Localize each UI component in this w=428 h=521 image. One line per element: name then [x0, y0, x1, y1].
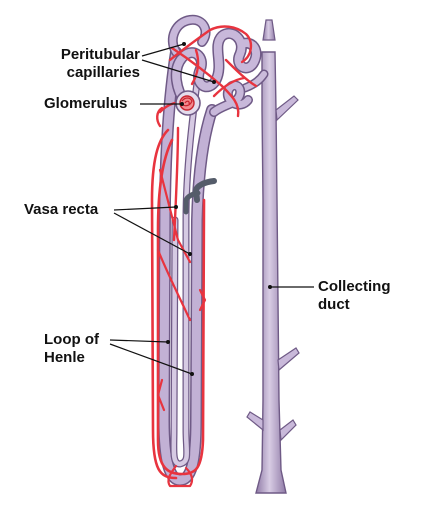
- vasa-recta-vessel: [158, 168, 192, 264]
- vasa-recta-vessel: [156, 378, 166, 412]
- glomerulus: [175, 90, 201, 116]
- collecting-duct-top-branch: [262, 19, 276, 41]
- label-loop-of-henle: Loop of Henle: [44, 331, 99, 367]
- label-loop-line1: Loop of: [44, 331, 99, 348]
- peritubular-capillary: [170, 46, 240, 118]
- vasa-recta-vessel: [172, 126, 180, 242]
- vasa-recta-vessel: [167, 464, 194, 488]
- peritubular-capillary: [168, 25, 253, 64]
- collecting-duct-side-branch: [246, 411, 264, 432]
- vasa-recta-vessel: [198, 288, 207, 312]
- loop-of-henle: [157, 46, 218, 487]
- label-collecting-line1: Collecting: [318, 278, 391, 295]
- collecting-duct-side-branch: [277, 347, 300, 372]
- thick-ascending-limb: [192, 178, 217, 203]
- label-loop-line2: Henle: [44, 349, 85, 366]
- leader-dot: [212, 80, 216, 84]
- label-collecting-duct: Collecting duct: [318, 278, 391, 314]
- leader-vasa-recta-2: [113, 212, 191, 255]
- leader-lines: [109, 43, 314, 375]
- leader-peritubular-2: [141, 59, 215, 83]
- peritubular-capillary: [190, 48, 200, 86]
- leader-loop-of-henle-1: [109, 339, 169, 343]
- peritubular-capillary: [212, 76, 246, 98]
- collecting-duct: [240, 19, 300, 494]
- leader-dot: [180, 102, 184, 106]
- vasa-recta-vessel: [156, 248, 192, 322]
- leader-dot: [174, 205, 178, 209]
- leader-dot: [268, 285, 272, 289]
- label-glomerulus: Glomerulus: [44, 95, 128, 112]
- label-peritubular-line2: capillaries: [66, 64, 140, 81]
- leader-dot: [182, 42, 186, 46]
- leader-vasa-recta-1: [113, 206, 177, 211]
- leader-loop-of-henle-2: [109, 343, 193, 375]
- connecting-tubule-fill: [242, 71, 267, 91]
- leader-peritubular-1: [141, 43, 185, 57]
- leader-dot: [166, 340, 170, 344]
- collecting-duct-side-branch: [279, 419, 297, 442]
- collecting-duct-body: [255, 51, 287, 494]
- label-peritubular-line1: Peritubular: [60, 46, 140, 63]
- leader-dot: [188, 252, 192, 256]
- vasa-recta-vessel: [150, 128, 178, 480]
- thick-ascending-limb: [183, 190, 201, 215]
- distal-convoluted-tubule-fill: [210, 82, 252, 116]
- label-peritubular-capillaries: Peritubular capillaries: [30, 46, 140, 82]
- label-vasa-recta: Vasa recta: [24, 201, 99, 218]
- collecting-duct-side-branch: [275, 95, 299, 122]
- label-collecting-line2: duct: [318, 296, 350, 313]
- leader-dot: [190, 372, 194, 376]
- vasa-recta: [150, 126, 207, 488]
- peritubular-capillary: [156, 106, 164, 128]
- peritubular-capillary: [224, 58, 258, 88]
- glomerulus-loops: [181, 97, 193, 107]
- leader-dots: [166, 42, 272, 376]
- henle-inner-tubule-fill: [171, 57, 203, 467]
